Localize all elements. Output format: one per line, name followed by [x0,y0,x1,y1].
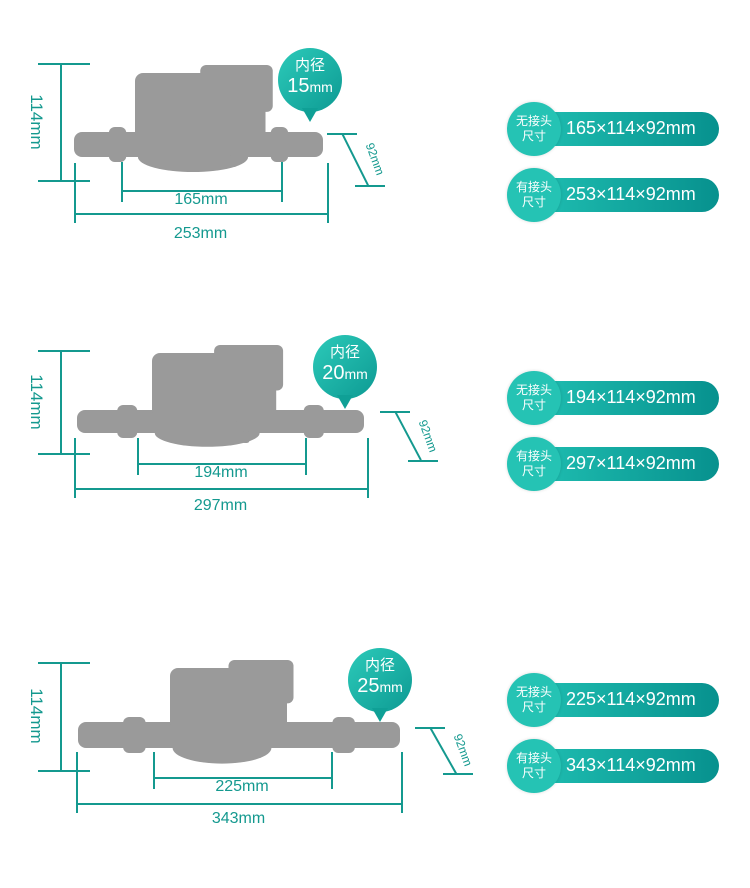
height-dimension-tick [38,350,90,352]
spec-badge: 有接头尺寸 [507,437,561,491]
height-dimension-tick [38,770,90,772]
outer-length-label: 297mm [193,497,248,514]
inner-diameter-number: 15 [287,75,310,97]
spec-pill: 253×114×92mm [534,178,719,212]
inner-length-tick [121,162,123,202]
outer-length-tick [76,752,78,813]
spec-pill: 297×114×92mm [534,447,719,481]
inner-diameter-title: 内径 [364,657,395,674]
inner-diameter-value: 15mm [278,74,342,99]
height-dimension-line [60,63,62,180]
spec-badge-line2: 尺寸 [521,398,546,412]
inner-diameter-unit: mm [309,79,333,95]
outer-length-tick [401,752,403,813]
spec-value: 343×114×92mm [566,755,696,775]
depth-dimension-tick [443,773,473,775]
spec-pill: 343×114×92mm [534,749,719,783]
inner-length-tick [137,438,139,475]
inner-diameter-number: 20 [322,362,345,384]
spec-badge-line1: 无接头 [515,383,552,397]
spec-value: 297×114×92mm [566,453,696,473]
spec-badge-line2: 尺寸 [521,195,546,209]
spec-badge: 有接头尺寸 [507,168,561,222]
inner-length-label: 165mm [174,191,228,208]
outer-length-tick [74,438,76,498]
outer-length-label: 253mm [173,225,228,242]
spec-badge: 无接头尺寸 [507,371,561,425]
spec-badge-line2: 尺寸 [521,700,546,714]
inner-length-line [137,463,305,465]
inner-length-line [121,190,281,192]
spec-badge-line2: 尺寸 [521,766,546,780]
outer-length-label: 343mm [211,810,266,827]
outer-length-tick [327,163,329,223]
spec-badge-line1: 有接头 [515,751,552,765]
inner-diameter-title: 内径 [294,57,325,74]
spec-value: 194×114×92mm [566,387,696,407]
spec-pill: 194×114×92mm [534,381,719,415]
spec-pill: 225×114×92mm [534,683,719,717]
spec-badge-line2: 尺寸 [521,464,546,478]
spec-badge-line1: 有接头 [515,180,552,194]
inner-length-tick [305,438,307,475]
inner-length-label: 194mm [194,464,248,481]
outer-length-tick [74,163,76,223]
inner-diameter-unit: mm [379,679,403,695]
height-dimension-line [60,662,62,770]
spec-badge: 无接头尺寸 [507,102,561,156]
inner-length-tick [281,162,283,202]
inner-diameter-number: 25 [357,675,380,697]
spec-value: 253×114×92mm [566,184,696,204]
spec-badge-line2: 尺寸 [521,129,546,143]
height-dimension-tick [38,453,90,455]
outer-length-line [74,488,367,490]
inner-length-line [153,777,331,779]
spec-badge-line1: 无接头 [515,114,552,128]
inner-diameter-unit: mm [344,366,368,382]
outer-length-line [76,803,401,805]
depth-dimension-tick [355,185,385,187]
spec-pill: 165×114×92mm [534,112,719,146]
inner-diameter-value: 25mm [348,674,412,699]
spec-badge: 有接头尺寸 [507,739,561,793]
spec-badge-line1: 有接头 [515,449,552,463]
height-dimension-tick [38,662,90,664]
spec-badge-line1: 无接头 [515,685,552,699]
inner-length-tick [153,752,155,789]
inner-length-tick [331,752,333,789]
spec-value: 165×114×92mm [566,118,696,138]
inner-diameter-title: 内径 [329,344,360,361]
height-dimension-line [60,350,62,453]
spec-badge: 无接头尺寸 [507,673,561,727]
depth-dimension-tick [408,460,438,462]
inner-length-label: 225mm [215,778,269,795]
height-dimension-tick [38,180,90,182]
outer-length-line [74,213,327,215]
inner-diameter-value: 20mm [313,361,377,386]
spec-value: 225×114×92mm [566,689,696,709]
outer-length-tick [367,438,369,498]
height-dimension-tick [38,63,90,65]
